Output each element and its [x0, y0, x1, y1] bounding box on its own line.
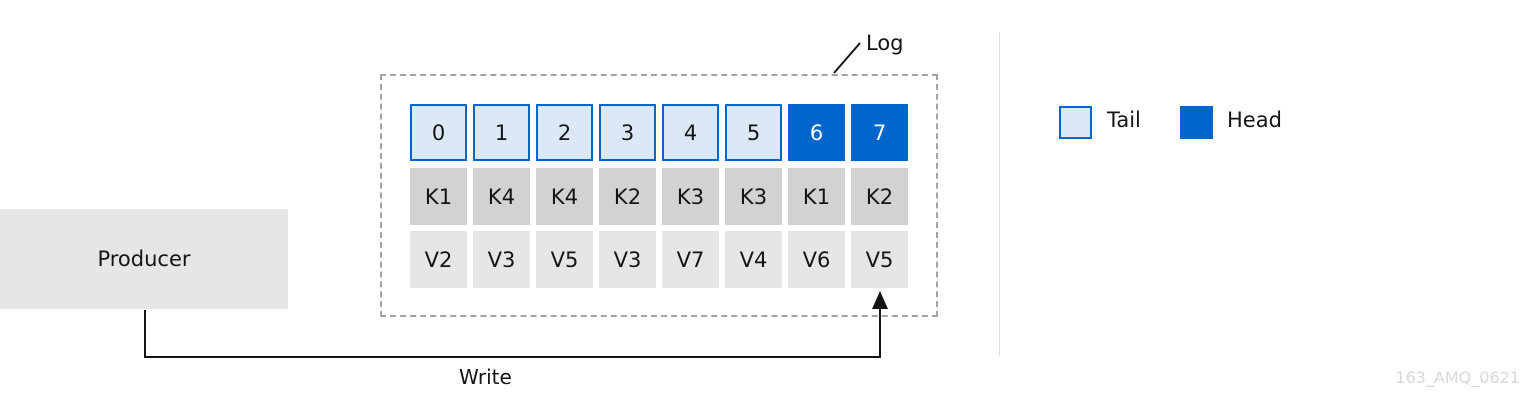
legend-tail-label: Tail	[1107, 108, 1141, 132]
legend-head-label: Head	[1227, 108, 1282, 132]
value-cell: V2	[410, 231, 467, 288]
key-cell: K4	[536, 168, 593, 225]
offset-cell: 6	[788, 104, 845, 161]
key-cell: K1	[788, 168, 845, 225]
value-cell: V5	[851, 231, 908, 288]
offset-cell: 1	[473, 104, 530, 161]
value-cell: V6	[788, 231, 845, 288]
log-label: Log	[866, 31, 904, 55]
key-cell: K2	[599, 168, 656, 225]
offset-cell: 0	[410, 104, 467, 161]
producer-label: Producer	[97, 247, 191, 271]
value-cell: V3	[599, 231, 656, 288]
log-label-leader	[833, 42, 861, 74]
offset-cell: 3	[599, 104, 656, 161]
log-container	[380, 74, 938, 317]
value-cell: V3	[473, 231, 530, 288]
offset-cell: 2	[536, 104, 593, 161]
producer-box: Producer	[0, 209, 288, 309]
write-arrowhead	[872, 291, 888, 309]
offset-cell: 5	[725, 104, 782, 161]
value-cell: V7	[662, 231, 719, 288]
write-arrow-line	[144, 306, 881, 358]
value-cell: V5	[536, 231, 593, 288]
key-cell: K3	[725, 168, 782, 225]
offset-cell: 4	[662, 104, 719, 161]
key-cell: K3	[662, 168, 719, 225]
key-cell: K1	[410, 168, 467, 225]
divider-line	[999, 32, 1000, 356]
legend-head-swatch	[1180, 106, 1213, 139]
key-cell: K4	[473, 168, 530, 225]
offset-cell: 7	[851, 104, 908, 161]
key-cell: K2	[851, 168, 908, 225]
figure-id-watermark: 163_AMQ_0621	[1395, 368, 1520, 387]
value-cell: V4	[725, 231, 782, 288]
write-label: Write	[459, 365, 512, 389]
legend-tail-swatch	[1059, 106, 1092, 139]
